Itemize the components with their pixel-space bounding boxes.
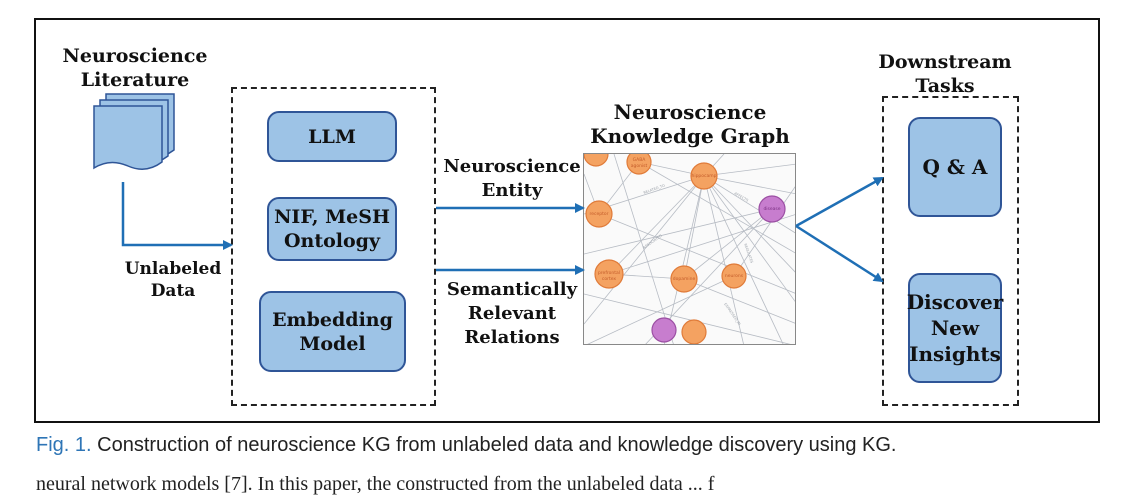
svg-text:GABA: GABA (633, 157, 647, 163)
downstream-container (882, 96, 1019, 406)
figure-frame (34, 18, 1100, 423)
svg-text:cortex: cortex (602, 276, 617, 282)
svg-text:neurons: neurons (725, 273, 744, 279)
llm-box: LLM (267, 111, 397, 162)
document-stack-icon (93, 93, 175, 170)
svg-text:hippocamp: hippocamp (691, 173, 716, 179)
caption-fig-number: Fig. 1. (36, 434, 92, 456)
svg-text:prefrontal: prefrontal (598, 270, 620, 276)
cut-off-body-text: neural network models [7]. In this paper… (36, 473, 715, 495)
figure-caption: Fig. 1. Construction of neuroscience KG … (36, 434, 896, 457)
svg-text:RELATED_TO: RELATED_TO (643, 183, 666, 195)
svg-text:receptor: receptor (590, 211, 609, 217)
to-insights-arrow (795, 224, 884, 283)
literature-to-tools-arrow (121, 182, 233, 250)
svg-text:agonist: agonist (631, 163, 648, 169)
svg-text:AFFECTS: AFFECTS (734, 191, 750, 203)
qa-box: Q & A (908, 117, 1002, 217)
svg-text:REGULATES: REGULATES (743, 243, 754, 264)
svg-text:dopamine: dopamine (673, 276, 696, 282)
svg-text:disease: disease (763, 206, 780, 212)
caption-text: Construction of neuroscience KG from unl… (91, 434, 897, 456)
knowledge-graph-image: hippocamp receptor prefrontal cortex dop… (583, 153, 796, 345)
to-qa-arrow (795, 176, 884, 228)
